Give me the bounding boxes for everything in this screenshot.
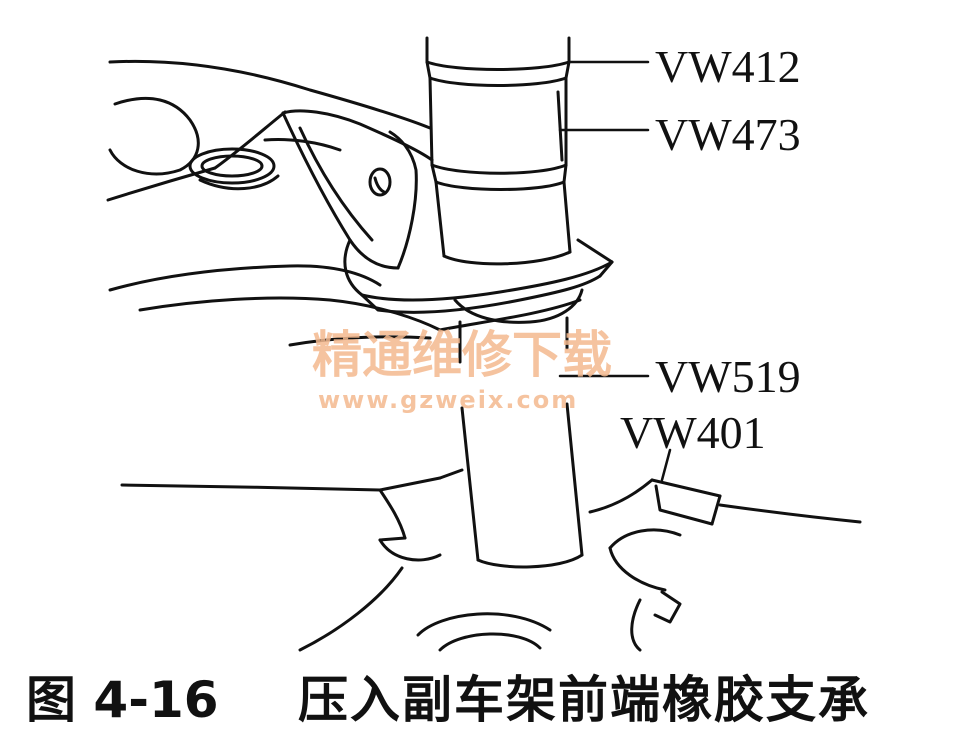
bracket <box>281 109 434 297</box>
rubber-bearing <box>453 288 584 324</box>
arm-hole <box>188 147 280 191</box>
press-cup-vw473 <box>428 76 572 266</box>
spindle-vw519 <box>458 316 584 569</box>
label-vw473: VW473 <box>655 109 801 160</box>
figure-caption: 图 4-16 压入副车架前端橡胶支承 <box>0 652 975 736</box>
figure-number: 图 4-16 <box>26 671 219 729</box>
label-vw519: VW519 <box>655 351 801 402</box>
base-plate-vw401 <box>120 468 862 652</box>
watermark-url: www.gzweix.com <box>318 386 578 414</box>
leader-lines <box>558 60 672 482</box>
flange-plate <box>360 238 614 332</box>
label-vw401: VW401 <box>620 407 766 458</box>
subframe-arm <box>106 59 442 347</box>
label-vw412: VW412 <box>655 41 801 92</box>
diagram-drawing: 精通维修下载 www.gzweix.com VW412 VW473 VW519 … <box>106 36 862 652</box>
watermark-chinese: 精通维修下载 <box>312 326 612 384</box>
press-sleeve-vw412 <box>425 36 571 87</box>
figure-title: 压入副车架前端橡胶支承 <box>298 671 870 729</box>
